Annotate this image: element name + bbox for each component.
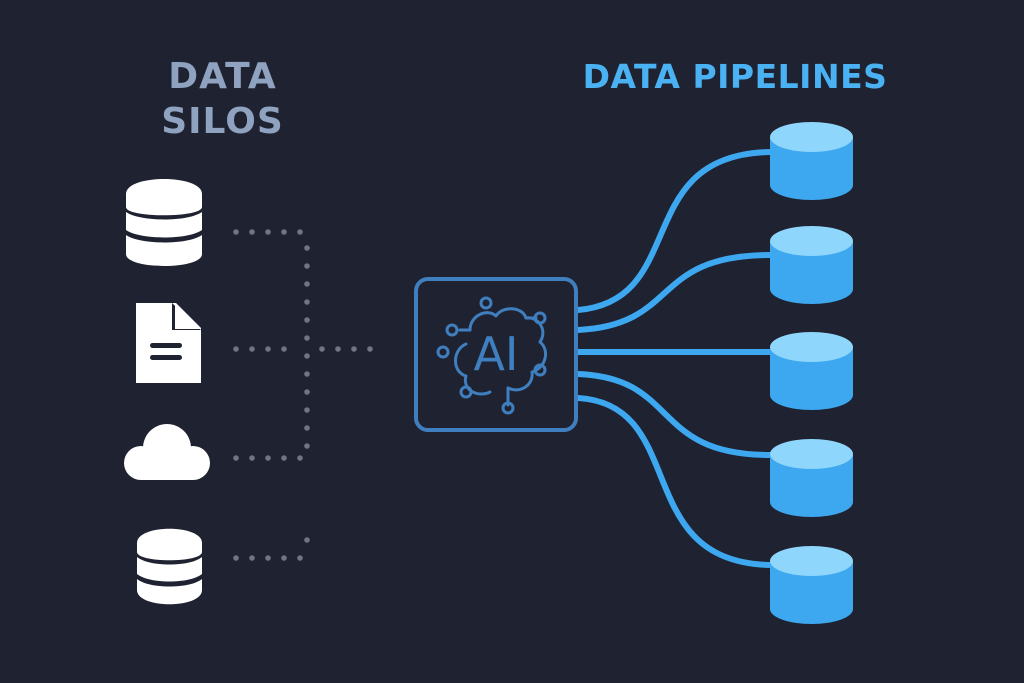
dotted-connector-2 [233,346,287,352]
dotted-connector-4 [233,555,303,561]
pipeline-connector-4 [575,371,773,458]
data-silos-title-line2: SILOS [161,101,284,142]
ai-hub-label: AI [473,327,518,381]
ai-brain-icon [436,296,548,415]
database-icon [137,528,202,605]
pipeline-connector-5 [575,395,773,568]
silo-database-1 [126,179,202,266]
document-icon [136,303,201,383]
ai-hub: AI [414,277,578,432]
dotted-connector-3 [233,455,303,461]
database-icon [770,546,853,624]
database-icon [126,179,202,266]
database-icon [770,226,853,304]
dotted-vertical-bus [304,245,310,543]
silo-document-1 [136,303,201,383]
data-pipelines-title: DATA PIPELINES [582,57,888,96]
dotted-connector-hub [319,346,373,352]
pipeline-database-5 [770,546,853,624]
pipeline-connector-1 [575,149,773,313]
data-silos-title-line1: DATA [168,56,277,97]
pipeline-database-4 [770,439,853,517]
pipeline-database-2 [770,226,853,304]
database-icon [770,439,853,517]
pipeline-connectors [575,149,773,568]
silo-database-2 [137,528,202,605]
pipeline-connector-2 [575,252,773,333]
cloud-icon [124,424,210,480]
database-icon [770,122,853,200]
pipeline-database-1 [770,122,853,200]
pipeline-database-3 [770,332,853,410]
database-icon [770,332,853,410]
silo-cloud-1 [124,424,210,480]
dotted-connector-1 [233,229,303,235]
data-silos-title: DATA SILOS [150,54,295,144]
dotted-connectors [233,229,373,561]
